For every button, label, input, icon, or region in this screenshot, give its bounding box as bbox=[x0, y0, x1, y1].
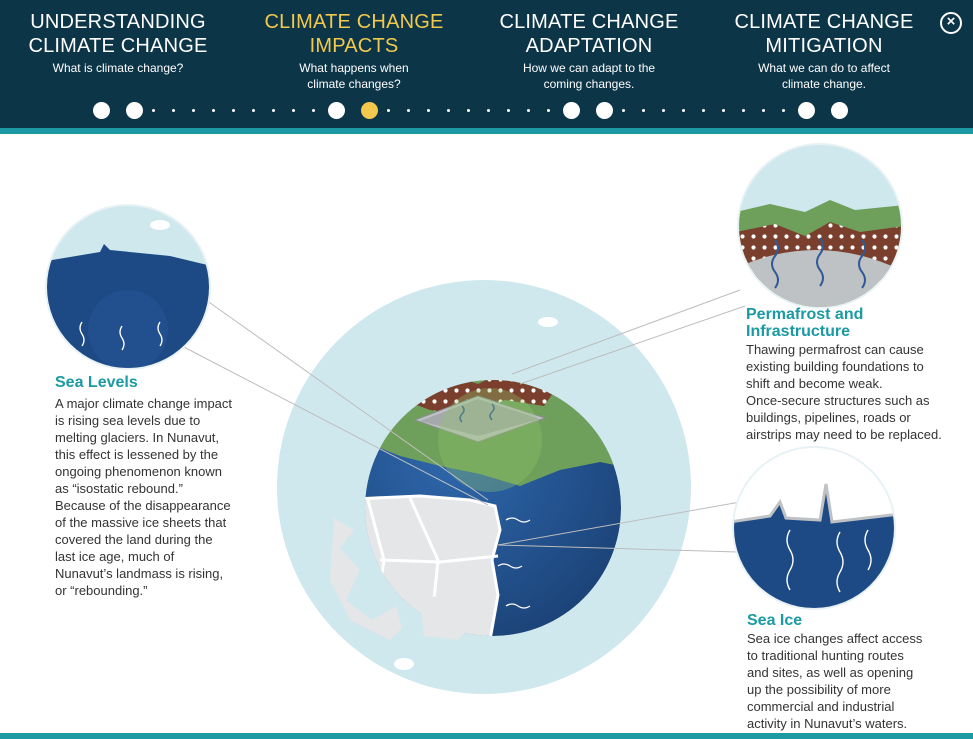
progress-dot-impacts-1[interactable] bbox=[328, 102, 345, 119]
sea-ice-line: commercial and industrial bbox=[747, 699, 895, 714]
sea-levels-line: last ice age, much of bbox=[55, 549, 175, 564]
progress-tick bbox=[547, 109, 550, 112]
progress-tick bbox=[252, 109, 255, 112]
progress-tick bbox=[272, 109, 275, 112]
sea-levels-line: this effect is lessened by the bbox=[55, 447, 219, 462]
progress-tick bbox=[447, 109, 450, 112]
nav-mitigation-title-line2: MITIGATION bbox=[765, 35, 883, 57]
nav-impacts[interactable]: CLIMATE CHANGE IMPACTS What happens when… bbox=[238, 10, 470, 92]
sea-levels-line: A major climate change impact bbox=[55, 396, 233, 411]
progress-tick bbox=[152, 109, 155, 112]
nav-understanding-subtitle: What is climate change? bbox=[52, 61, 184, 75]
progress-tick bbox=[507, 109, 510, 112]
progress-tick bbox=[192, 109, 195, 112]
sea-ice-line: activity in Nunavut’s waters. bbox=[747, 716, 908, 731]
progress-dot-understanding-2[interactable] bbox=[126, 102, 143, 119]
progress-tick bbox=[662, 109, 665, 112]
nav-impacts-title-line1: CLIMATE CHANGE bbox=[264, 11, 444, 33]
nav-adaptation-title-line2: ADAPTATION bbox=[525, 35, 653, 57]
progress-tick bbox=[527, 109, 530, 112]
callout-lines bbox=[177, 289, 746, 553]
sea-levels-line: covered the land during the bbox=[55, 532, 213, 547]
progress-tick bbox=[212, 109, 215, 112]
sea-levels-line: as “isostatic rebound.” bbox=[55, 481, 183, 496]
close-circle-icon[interactable]: × bbox=[940, 12, 962, 34]
permafrost-heading-line2: Infrastructure bbox=[746, 323, 851, 340]
progress-dot-adaptation-1[interactable] bbox=[563, 102, 580, 119]
progress-tick bbox=[762, 109, 765, 112]
nav-adaptation-title-line1: CLIMATE CHANGE bbox=[499, 11, 679, 33]
sea-ice-line: and sites, as well as opening bbox=[747, 665, 914, 680]
nav-understanding-title-line1: UNDERSTANDING bbox=[30, 11, 206, 33]
progress-tick bbox=[172, 109, 175, 112]
progress-tick bbox=[782, 109, 785, 112]
permafrost-line: buildings, pipelines, roads or bbox=[746, 410, 911, 425]
sea-levels-line: is rising sea levels due to bbox=[55, 413, 201, 428]
progress-tick bbox=[387, 109, 390, 112]
progress-dot-understanding-1[interactable] bbox=[93, 102, 110, 119]
permafrost-line: airstrips may need to be replaced. bbox=[746, 427, 942, 442]
progress-tick bbox=[622, 109, 625, 112]
progress-dot-impacts-current[interactable] bbox=[361, 102, 378, 119]
nav-adaptation-subtitle-line1: How we can adapt to the bbox=[522, 61, 656, 75]
sea-ice-line: Sea ice changes affect access bbox=[747, 631, 923, 646]
sea-ice-callout bbox=[734, 448, 894, 608]
sea-levels-text: A major climate change impact is rising … bbox=[55, 395, 270, 599]
cloud-icon bbox=[538, 317, 558, 327]
ice-floe bbox=[330, 518, 402, 640]
nav-mitigation[interactable]: CLIMATE CHANGE MITIGATION What we can do… bbox=[708, 10, 940, 92]
progress-tick bbox=[702, 109, 705, 112]
nav-impacts-subtitle-line1: What happens when bbox=[299, 61, 409, 75]
ice-floe bbox=[420, 590, 478, 640]
permafrost-line: Thawing permafrost can cause bbox=[746, 342, 924, 357]
permafrost-heading-line1: Permafrost and bbox=[746, 306, 864, 323]
nav-accent-line bbox=[0, 128, 973, 134]
sea-ice-text: Sea ice changes affect access to traditi… bbox=[747, 630, 967, 732]
sea-levels-line: or “rebounding.” bbox=[55, 583, 148, 598]
sea-ice-heading: Sea Ice bbox=[747, 612, 803, 629]
progress-dot-mitigation-1[interactable] bbox=[798, 102, 815, 119]
nav-mitigation-subtitle-line1: What we can do to affect bbox=[758, 61, 890, 75]
nav-impacts-subtitle-line2: climate changes? bbox=[307, 77, 401, 91]
progress-tick bbox=[427, 109, 430, 112]
nav-adaptation[interactable]: CLIMATE CHANGE ADAPTATION How we can ada… bbox=[473, 10, 705, 92]
sea-levels-line: ongoing phenomenon known bbox=[55, 464, 222, 479]
sea-levels-line: Nunavut’s landmass is rising, bbox=[55, 566, 224, 581]
sea-levels-callout bbox=[47, 206, 209, 368]
progress-tick bbox=[487, 109, 490, 112]
nav-adaptation-subtitle-line2: coming changes. bbox=[543, 77, 635, 91]
progress-dot-adaptation-2[interactable] bbox=[596, 102, 613, 119]
sea-levels-line: of the massive ice sheets that bbox=[55, 515, 227, 530]
bottom-accent-bar bbox=[0, 733, 973, 739]
nav-mitigation-title-line1: CLIMATE CHANGE bbox=[734, 11, 914, 33]
progress-tick bbox=[722, 109, 725, 112]
progress-tick bbox=[292, 109, 295, 112]
permafrost-line: shift and become weak. bbox=[746, 376, 883, 391]
permafrost-line: Once-secure structures such as bbox=[746, 393, 930, 408]
progress-tick bbox=[642, 109, 645, 112]
progress-tick bbox=[407, 109, 410, 112]
sea-ice-line: to traditional hunting routes bbox=[747, 648, 904, 663]
sea-levels-line: Because of the disappearance bbox=[55, 498, 231, 513]
sea-ice-line: up the possibility of more bbox=[747, 682, 891, 697]
progress-tick bbox=[682, 109, 685, 112]
progress-dot-mitigation-2[interactable] bbox=[831, 102, 848, 119]
nav-impacts-title-line2: IMPACTS bbox=[309, 35, 399, 57]
nav-mitigation-subtitle-line2: climate change. bbox=[781, 77, 867, 91]
permafrost-text: Thawing permafrost can cause existing bu… bbox=[746, 341, 971, 443]
progress-tick bbox=[232, 109, 235, 112]
progress-tick bbox=[467, 109, 470, 112]
nav-understanding-title-line2: CLIMATE CHANGE bbox=[28, 35, 208, 57]
progress-tick bbox=[312, 109, 315, 112]
permafrost-line: existing building foundations to bbox=[746, 359, 924, 374]
ice-chunk bbox=[394, 658, 414, 670]
nav-understanding[interactable]: UNDERSTANDING CLIMATE CHANGE What is cli… bbox=[2, 10, 234, 76]
sea-levels-heading: Sea Levels bbox=[55, 374, 138, 391]
progress-tick bbox=[742, 109, 745, 112]
climate-impacts-illustration bbox=[45, 143, 903, 694]
sea-levels-line: melting glaciers. In Nunavut, bbox=[55, 430, 220, 445]
permafrost-heading: Permafrost and Infrastructure bbox=[746, 306, 863, 340]
